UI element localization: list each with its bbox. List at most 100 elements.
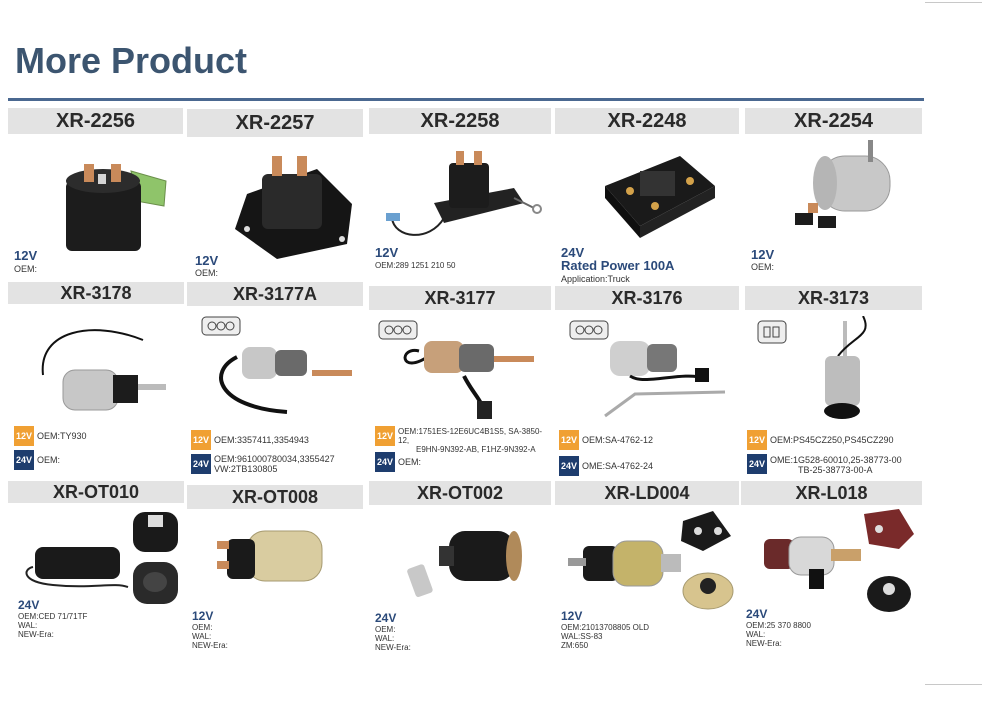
voltage-24v-row: 24V OEM: [14,450,182,470]
badge-12v: 12V [191,430,211,450]
product-code: XR-2248 [555,108,739,134]
oem-24v: OME:SA-4762-24 [582,461,654,471]
new-era: NEW-Era: [192,641,228,650]
product-card-xr-3178[interactable]: XR-3178 12V OEM:TY930 24V OEM: [8,282,184,474]
product-card-xr-2258[interactable]: XR-2258 12V OEM:289 1251 210 50 [369,108,551,278]
badge-12v: 12V [747,430,767,450]
product-card-xr-ot008[interactable]: XR-OT008 12V OEM: WAL: NEW-Era: [187,481,363,661]
oem-12v-lines: OEM:1751ES-12E6UC4B1S5, SA-3850-12, E9HN… [398,426,551,454]
product-card-xr-2256[interactable]: XR-2256 12V OEM: [8,108,183,278]
voltage: 12V [14,248,38,263]
oem-12v-line: OEM:1751ES-12E6UC4B1S5, SA-3850-12, [398,427,543,445]
page-title: More Product [15,40,248,81]
product-code: XR-3177A [187,282,363,306]
solenoid-image [25,512,178,604]
oem: OEM:21013708805 OLD [561,623,650,632]
badge-12v: 12V [375,426,395,446]
oem: OEM: [192,623,213,632]
solenoid-image [795,140,891,228]
zm: ZM:650 [561,641,589,650]
product-code: XR-2256 [8,108,183,134]
badge-24v: 24V [375,452,395,472]
product-code: XR-3176 [555,286,739,310]
voltage-12v-row: 12V OEM:TY930 [14,426,182,446]
badge-12v: 12V [559,430,579,450]
product-card-xr-2257[interactable]: XR-2257 12V OEM: [187,108,363,278]
oem-24v-line: OME:1G528-60010,25-38773-00 [770,455,902,465]
product-card-xr-ot010[interactable]: XR-OT010 24V OEM:CED 71/71TF WAL: NEW-Er… [8,481,184,661]
product-code: XR-3173 [745,286,922,310]
badge-24v: 24V [747,454,767,474]
oem-24v-line: OEM:961000780034,3355427 [214,454,335,464]
new-era: NEW-Era: [18,630,54,639]
new-era: NEW-Era: [746,639,782,648]
wal: WAL: [192,632,212,641]
solenoid-image [386,151,542,236]
oem-24v: OEM: [37,455,61,465]
solenoid-image [41,329,166,411]
voltage: 12V [192,609,214,623]
voltage: 24V [375,611,397,625]
product-code: XR-3178 [8,282,184,304]
oem-24v-lines: OME:1G528-60010,25-38773-00 TB-25-38773-… [770,454,902,475]
badge-24v: 24V [14,450,34,470]
new-era: NEW-Era: [375,643,411,652]
product-code: XR-LD004 [555,481,739,505]
voltage: 24V [746,607,768,621]
voltage: 24V [561,245,585,260]
voltage-24v-row: 24V OME:1G528-60010,25-38773-00 TB-25-38… [747,454,922,475]
wal: WAL: [746,630,766,639]
oem: OEM: [14,264,38,274]
wal: WAL:SS-83 [561,632,603,641]
solenoid-image [235,156,352,259]
relay-image [605,156,715,238]
solenoid-image [568,511,734,610]
product-code: XR-OT002 [369,481,551,505]
voltage-24v-row: 24V OEM: [375,452,545,472]
corner-line-bottom [925,684,982,685]
voltage-12v-row: 12V OEM:SA-4762-12 [559,430,735,450]
product-card-xr-2254[interactable]: XR-2254 12V OEM: [745,108,922,278]
oem-24v-line: VW:2TB130805 [214,464,278,474]
product-card-xr-ld004[interactable]: XR-LD004 12V OEM:21013708805 OLD WAL:SS-… [555,481,739,661]
voltage-24v-row: 24V OME:SA-4762-24 [559,456,735,476]
voltage: 12V [751,247,775,262]
product-code: XR-3177 [369,286,551,310]
connector-solenoid-image [757,316,867,419]
product-card-xr-l018[interactable]: XR-L018 24V OEM:25 370 8800 WAL: NEW-Era… [741,481,922,661]
solenoid-image [764,509,914,612]
oem: OEM: [751,262,775,272]
voltage: 12V [195,253,219,268]
voltage-12v-row: 12V OEM:1751ES-12E6UC4B1S5, SA-3850-12, … [375,426,551,454]
oem-12v: OEM:3357411,3354943 [214,435,309,445]
voltage: 24V [18,598,40,612]
product-code: XR-2257 [187,109,363,137]
wal: WAL: [375,634,395,643]
product-code: XR-2254 [745,108,922,134]
voltage: 12V [561,609,583,623]
product-card-xr-3177[interactable]: XR-3177 12V OEM:1751ES-12E6UC4B1S5, SA-3… [369,282,551,474]
product-card-xr-ot002[interactable]: XR-OT002 24V OEM: WAL: NEW-Era: [369,481,551,661]
badge-24v: 24V [559,456,579,476]
oem-12v: OEM:SA-4762-12 [582,435,654,445]
product-card-xr-3177a[interactable]: XR-3177A 12V OEM:3357411,3354943 24V OEM… [187,282,363,474]
connector-solenoid-image [201,316,352,414]
voltage-12v-row: 12V OEM:PS45CZ250,PS45CZ290 [747,430,922,450]
oem: OEM:CED 71/71TF [18,612,88,621]
application: Application:Truck [561,274,630,284]
oem: OEM: [375,625,396,634]
solenoid-image [217,530,323,582]
oem-12v: OEM:PS45CZ250,PS45CZ290 [770,435,894,445]
product-card-xr-3173[interactable]: XR-3173 12V OEM:PS45CZ250,PS45CZ290 24V … [745,282,922,475]
oem-12v: OEM:TY930 [37,431,87,441]
solenoid-image [66,164,167,251]
voltage: 12V [375,245,399,260]
product-card-xr-3176[interactable]: XR-3176 12V OEM:SA-4762-12 24V OME:SA-47… [555,282,739,476]
product-card-xr-2248[interactable]: XR-2248 24V Rated Power 100A Application… [555,108,739,284]
voltage-12v-row: 12V OEM:3357411,3354943 [191,430,361,450]
motor-image [407,531,522,597]
connector-solenoid-image [569,320,726,418]
oem-24v-lines: OEM:961000780034,3355427 VW:2TB130805 [214,454,335,474]
oem: OEM:25 370 8800 [746,621,811,630]
corner-line-top [925,2,982,3]
